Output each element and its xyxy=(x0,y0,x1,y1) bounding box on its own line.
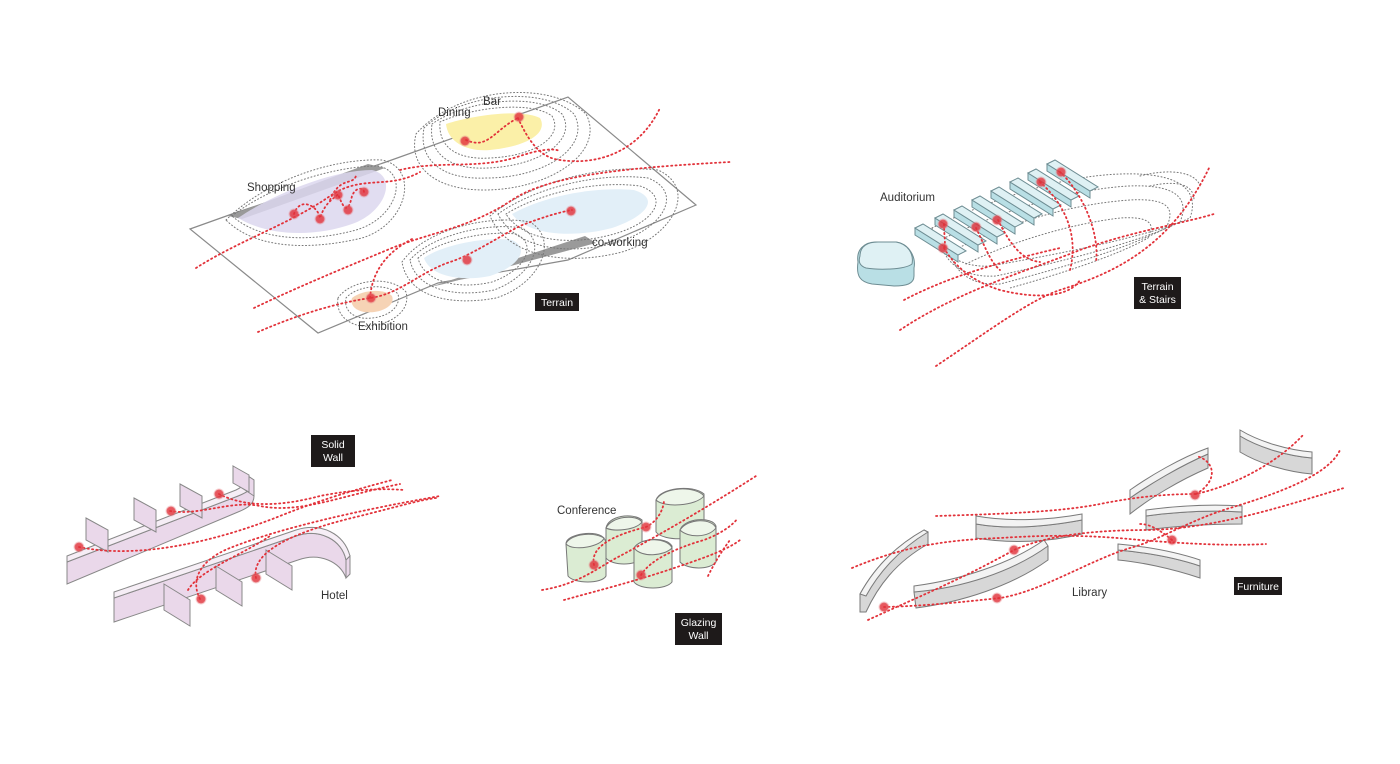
coworking-label: co-working xyxy=(592,237,648,249)
circulation-node xyxy=(565,205,577,217)
circulation-node xyxy=(640,521,652,533)
stairs-circulation xyxy=(899,165,1215,367)
auditorium-block-top xyxy=(858,241,913,270)
circulation-node xyxy=(513,111,525,123)
circulation-node xyxy=(459,135,471,147)
terrain-nodes xyxy=(288,111,577,304)
terrain-stairs-panel: Auditorium Terrain & Stairs xyxy=(857,159,1215,367)
circulation-node xyxy=(332,189,344,201)
solid-wall-circulation xyxy=(78,479,441,600)
glazing-room xyxy=(655,488,705,506)
circulation-node xyxy=(878,601,890,613)
terrain-circulation xyxy=(195,107,731,333)
shopping-zone xyxy=(238,170,387,234)
furniture-panel: Library Furniture xyxy=(851,429,1345,621)
solid-wall-nodes xyxy=(73,488,262,605)
glazing-room xyxy=(633,539,673,556)
circulation-node xyxy=(288,208,300,220)
library-bench xyxy=(1239,429,1313,459)
svg-text:Furniture: Furniture xyxy=(1237,581,1279,593)
stairs-nodes xyxy=(937,166,1067,254)
circulation-node xyxy=(937,218,949,230)
library-label: Library xyxy=(1072,587,1107,599)
circulation-node xyxy=(991,592,1003,604)
solid-wall-panel: Hotel Solid Wall xyxy=(66,435,441,627)
solid-wall xyxy=(265,549,293,591)
circulation-node xyxy=(588,559,600,571)
bar-label: Bar xyxy=(483,96,501,108)
circulation-node xyxy=(358,186,370,198)
library-bench xyxy=(975,513,1083,528)
circulation-node xyxy=(970,221,982,233)
solid-wall xyxy=(66,475,255,563)
svg-text:Wall: Wall xyxy=(323,452,343,464)
circulation-node xyxy=(165,505,177,517)
library-bench xyxy=(1145,504,1243,517)
terrain-stairs-tag: Terrain & Stairs xyxy=(1134,277,1181,309)
circulation-node xyxy=(314,213,326,225)
solid-wall xyxy=(133,497,157,533)
terrain-panel: Dining Bar Shopping co-working Exhibitio… xyxy=(188,92,731,334)
svg-text:Solid: Solid xyxy=(321,439,345,451)
solid-wall xyxy=(163,583,191,627)
circulation-node xyxy=(1008,544,1020,556)
circulation-node xyxy=(1189,489,1201,501)
dining-label: Dining xyxy=(438,107,471,119)
glazing-nodes xyxy=(588,521,652,581)
solid-wall xyxy=(85,517,109,553)
circulation-node xyxy=(342,204,354,216)
glazing-room xyxy=(679,520,717,537)
circulation-node xyxy=(195,593,207,605)
circulation-node xyxy=(213,488,225,500)
terrain-tag: Terrain xyxy=(535,293,579,311)
library-bench xyxy=(913,539,1049,593)
circulation-node xyxy=(1166,534,1178,546)
furniture-nodes xyxy=(878,489,1201,613)
furniture-tag: Furniture xyxy=(1234,577,1282,595)
circulation-node xyxy=(991,214,1003,226)
circulation-node xyxy=(73,541,85,553)
library-bench xyxy=(859,529,930,597)
library-bench xyxy=(1117,543,1201,567)
solid-wall xyxy=(345,554,351,580)
svg-text:Wall: Wall xyxy=(688,630,708,642)
svg-text:& Stairs: & Stairs xyxy=(1139,294,1176,306)
glazing-wall-tag: Glazing Wall xyxy=(675,613,722,645)
circulation-node xyxy=(1035,176,1047,188)
shopping-label: Shopping xyxy=(247,182,296,194)
auditorium-label: Auditorium xyxy=(880,192,935,204)
svg-text:Terrain: Terrain xyxy=(541,297,573,309)
solid-wall xyxy=(232,465,250,493)
solid-wall-tag: Solid Wall xyxy=(311,435,355,467)
glazing-room xyxy=(565,533,605,549)
coworking-zone xyxy=(424,239,521,279)
glazing-room xyxy=(605,516,643,531)
library-bench xyxy=(1129,447,1209,499)
circulation-node xyxy=(365,292,377,304)
circulation-node xyxy=(937,242,949,254)
solid-wall xyxy=(179,483,203,519)
circulation-node xyxy=(250,572,262,584)
conference-label: Conference xyxy=(557,505,616,517)
circulation-node xyxy=(461,254,473,266)
circulation-node xyxy=(1055,166,1067,178)
svg-text:Terrain: Terrain xyxy=(1141,281,1173,293)
circulation-node xyxy=(635,569,647,581)
svg-text:Glazing: Glazing xyxy=(681,617,717,629)
solid-wall xyxy=(215,565,243,607)
exhibition-label: Exhibition xyxy=(358,321,408,333)
terrain-contours xyxy=(225,92,679,327)
hotel-label: Hotel xyxy=(321,590,348,602)
coworking-zone xyxy=(512,189,648,234)
glazing-wall-panel: Conference Glazing Wall xyxy=(541,475,757,645)
